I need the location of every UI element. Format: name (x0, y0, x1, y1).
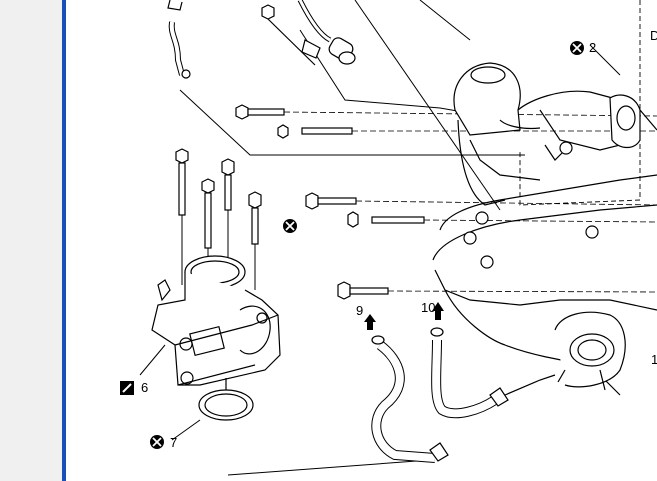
window-frame-bar (62, 0, 66, 481)
callout-10: 10 (421, 300, 436, 315)
intake-manifold-exploded-diagram (120, 0, 657, 476)
throttle-body (151, 255, 281, 386)
lower-hoses (371, 327, 556, 463)
callout-1-partial: 1 (651, 352, 657, 367)
throttle-body-fasteners (175, 148, 262, 249)
callout-2: 2 (589, 40, 597, 55)
upper-left-hose (167, 0, 356, 79)
discard-symbol-icon (150, 41, 584, 449)
reference-box (519, 0, 641, 206)
callout-6: 6 (141, 380, 149, 395)
callout-d-partial: D (650, 28, 657, 43)
arrow-up-icon (364, 302, 444, 330)
window-left-gutter (0, 0, 62, 481)
callout-9: 9 (356, 303, 364, 318)
callout-7: 7 (170, 435, 178, 450)
throttle-body-gasket (198, 378, 254, 421)
manifold-bolts (235, 104, 657, 300)
intake-manifold (432, 62, 657, 396)
sealant-symbol-icon (120, 381, 134, 395)
